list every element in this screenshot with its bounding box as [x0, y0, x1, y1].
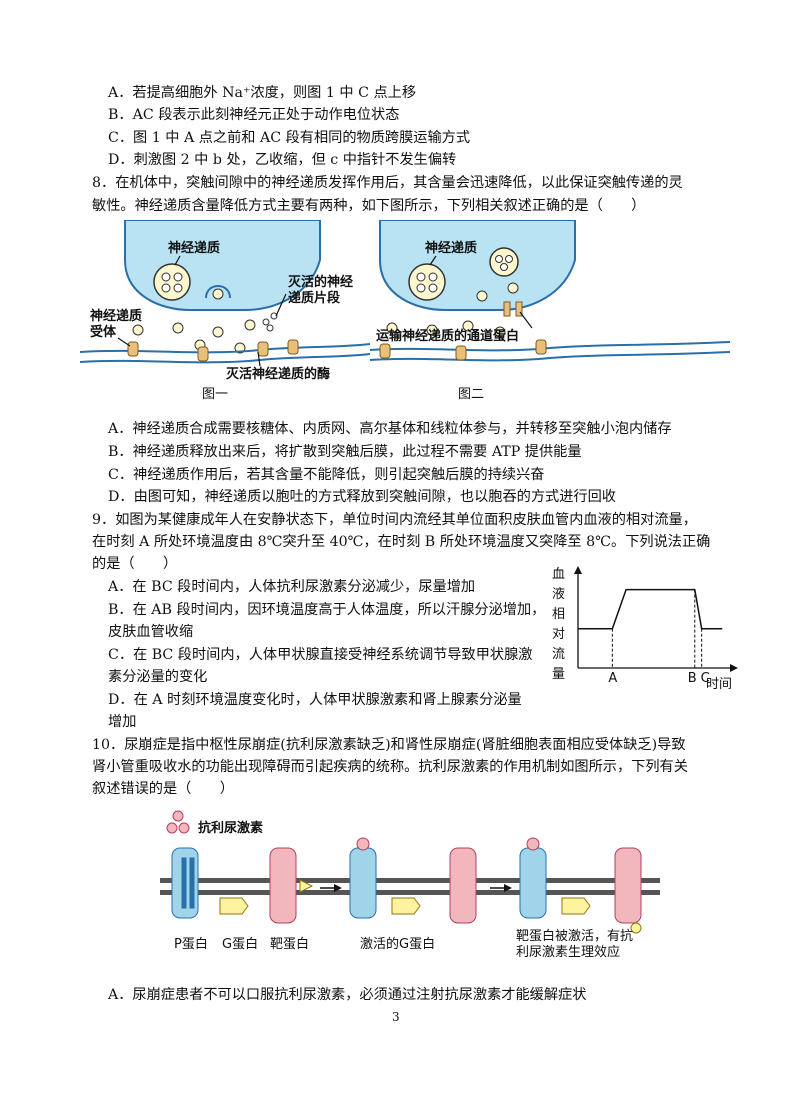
fig1-released-neurotransmitters [132, 319, 256, 354]
g-protein-label: G蛋白 [222, 936, 258, 952]
q9-stem-line1: 9．如图为某健康成年人在安静状态下，单位时间内流经其单位面积皮肤血管内血液的相对… [92, 512, 697, 528]
fig1-receptor-label-line1: 神经递质 [90, 308, 142, 324]
bound-adh [356, 837, 370, 851]
q10-option-a: A．尿崩症患者不可以口服抗利尿激素，必须通过注射抗尿激素才能缓解症状 [108, 987, 587, 1003]
fig1-fragment-label-line1: 灭活的神经 [287, 274, 353, 290]
fig2-neurotransmitter-label: 神经递质 [425, 240, 477, 256]
fig2-receptors [379, 339, 547, 361]
q9-option-c-cont: 素分泌量的变化 [108, 669, 208, 685]
q8-option-c: C．神经递质作用后，若其含量不能降低，则引起突触后膜的持续兴奋 [108, 467, 545, 483]
arrow-icon [504, 884, 512, 892]
ylabel-char: 对 [552, 627, 565, 642]
panel2-target-protein [449, 847, 477, 924]
flow-series-line [578, 588, 723, 630]
q9-option-b: B．在 AB 段时间内，因环境温度高于人体温度，所以汗腺分泌增加， [108, 602, 546, 618]
synapse-figure: 神经递质 神经递质 受体 灭活的神经 递质片段 灭活神经递质的酶 图一 神经递质 [80, 220, 730, 402]
q7-option-d: D．刺激图 2 中 b 处，乙收缩，但 c 中指针不发生偏转 [108, 152, 457, 168]
panel2-p-protein [349, 847, 377, 919]
result-label-line1: 靶蛋白被激活，有抗 [516, 928, 633, 944]
figure2-channel-protein [503, 301, 523, 317]
ylabel-char: 液 [552, 587, 565, 602]
q8-stem-line1: 8．在机体中，突触间隙中的神经递质发挥作用后，其含量会迅速降低，以此保证突触传递… [92, 175, 683, 191]
q8-option-b: B．神经递质释放出来后，将扩散到突触后膜，此过程不需要 ATP 提供能量 [108, 444, 582, 460]
q7-option-c: C．图 1 中 A 点之前和 AC 段有相同的物质跨膜运输方式 [108, 130, 471, 146]
y-axis-arrow [574, 566, 582, 574]
x-tick-label: B [688, 671, 697, 686]
q10-stem-line2: 肾小管重吸收水的功能出现障碍而引起疾病的统称。抗利尿激素的作用机制如图所示，下列… [92, 759, 688, 775]
panel1-target-protein [269, 847, 297, 924]
ylabel-char: 血 [552, 567, 565, 582]
fig2-channel-label: 运输神经递质的通道蛋白 [376, 328, 519, 344]
q7-option-a: A．若提高细胞外 Na⁺浓度，则图 1 中 C 点上移 [108, 85, 417, 101]
q9-option-d-cont: 增加 [108, 714, 137, 730]
q8-option-a: A．神经递质合成需要核糖体、内质网、高尔基体和线粒体参与，并转移至突触小泡内储存 [108, 421, 672, 437]
fig1-fragment-label-line2: 递质片段 [288, 290, 340, 306]
fig1-inactivated-fragments [262, 312, 278, 332]
bound-adh [526, 837, 540, 851]
q9-option-d: D．在 A 时刻环境温度变化时，人体甲状腺激素和肾上腺素分泌量 [108, 692, 522, 708]
chart-ylabel: 血 液 相 对 流 量 [552, 567, 565, 682]
activated-g-label: 激活的G蛋白 [360, 936, 435, 952]
q8-option-d: D．由图可知，神经递质以胞吐的方式释放到突触间隙，也以胞吞的方式进行回收 [108, 489, 616, 505]
q8-stem-line2: 敏性。神经递质含量降低方式主要有两种，如下图所示，下列相关叙述正确的是（ ） [92, 198, 646, 214]
x-tick-label: C [701, 671, 710, 686]
panel2-activated-g-protein [391, 897, 421, 915]
target-protein-label: 靶蛋白 [270, 936, 309, 952]
x-tick-label: A [608, 671, 617, 686]
figure1-vesicle [153, 263, 191, 301]
q9-stem-line2: 在时刻 A 所处环境温度由 8℃突升至 40℃，在时刻 B 所处环境温度又突降至… [92, 534, 711, 550]
p-protein-label: P蛋白 [174, 936, 208, 952]
fig1-neurotransmitter-label: 神经递质 [168, 240, 220, 256]
q10-stem-line3: 叙述错误的是（ ） [92, 781, 234, 797]
panel3-p-protein [519, 847, 547, 919]
figure2-vesicle [408, 263, 446, 301]
panel3-activated-target-protein [614, 847, 642, 924]
panel1-p-protein [171, 847, 199, 919]
figure2-recycled-vesicle [489, 247, 519, 277]
fig2-released-neurotransmitters [386, 282, 519, 338]
effect-burst-icon [630, 922, 642, 934]
page-number: 3 [392, 1010, 400, 1024]
arrow-icon [334, 884, 342, 892]
panel3-g-protein [561, 897, 591, 915]
fig1-receptors [127, 339, 299, 362]
figure1-caption: 图一 [202, 387, 228, 402]
q9-option-a: A．在 BC 段时间内，人体抗利尿激素分泌减少，尿量增加 [108, 579, 476, 595]
adh-label: 抗利尿激素 [198, 820, 263, 836]
arrow-icon [299, 879, 314, 893]
result-label-line2: 利尿激素生理效应 [516, 944, 620, 958]
q9-stem-line3: 的是（ ） [92, 556, 178, 572]
cell-membrane [160, 878, 660, 895]
panel1-g-protein [219, 897, 249, 915]
ylabel-char: 量 [552, 667, 565, 682]
x-axis-label: 时间 [706, 677, 732, 692]
q10-stem-line1: 10．尿崩症是指中枢性尿崩症(抗利尿激素缺乏)和肾性尿崩症(肾脏细胞表面相应受体… [92, 737, 686, 753]
q9-option-b-cont: 皮肤血管收缩 [108, 624, 194, 640]
ylabel-char: 流 [552, 647, 565, 662]
q7-option-b: B．AC 段表示此刻神经元正处于动作电位状态 [108, 107, 400, 123]
fig1-enzyme-label: 灭活神经递质的酶 [225, 366, 330, 382]
adh-molecules [166, 810, 190, 834]
q9-option-c: C．在 BC 段时间内，人体甲状腺直接受神经系统调节导致甲状腺激 [108, 647, 533, 663]
figure2-caption: 图二 [458, 387, 484, 402]
ylabel-char: 相 [552, 607, 565, 622]
x-axis-arrow [730, 664, 738, 672]
adh-mechanism-figure: 抗利尿激素 P蛋白 G蛋白 靶蛋白 激活的G蛋白 靶蛋白被激活，有抗 [160, 810, 660, 958]
fig1-receptor-label-line2: 受体 [90, 324, 117, 340]
